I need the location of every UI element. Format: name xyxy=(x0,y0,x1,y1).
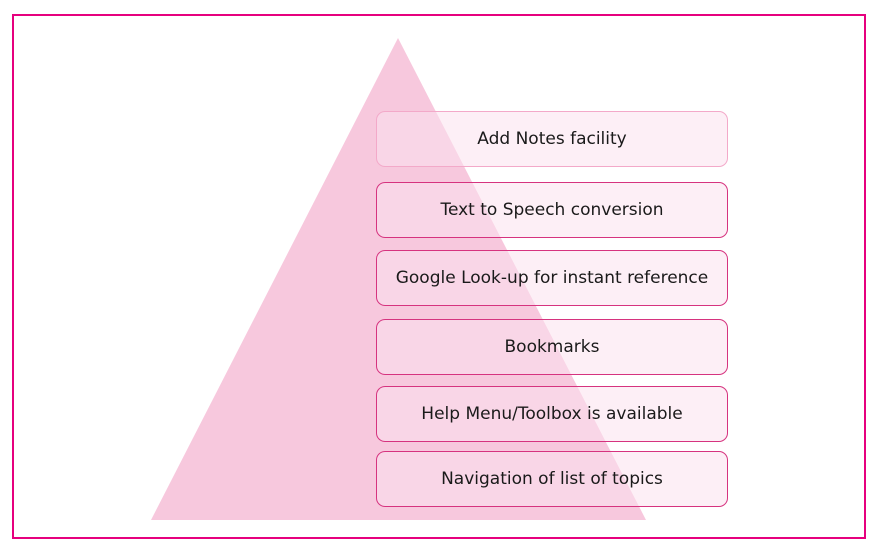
pyramid-level-label: Text to Speech conversion xyxy=(440,200,664,220)
pyramid-level-label: Bookmarks xyxy=(504,337,600,357)
pyramid-level-navigation: Navigation of list of topics xyxy=(376,451,728,507)
pyramid-level-label: Google Look-up for instant reference xyxy=(395,268,709,288)
pyramid-level-google-lookup: Google Look-up for instant reference xyxy=(376,250,728,306)
pyramid-level-label: Navigation of list of topics xyxy=(441,469,663,489)
pyramid-level-help-menu: Help Menu/Toolbox is available xyxy=(376,386,728,442)
pyramid-level-add-notes: Add Notes facility xyxy=(376,111,728,167)
pyramid-level-label: Add Notes facility xyxy=(477,129,627,149)
pyramid-level-text-to-speech: Text to Speech conversion xyxy=(376,182,728,238)
pyramid-level-label: Help Menu/Toolbox is available xyxy=(421,404,683,424)
pyramid-level-bookmarks: Bookmarks xyxy=(376,319,728,375)
